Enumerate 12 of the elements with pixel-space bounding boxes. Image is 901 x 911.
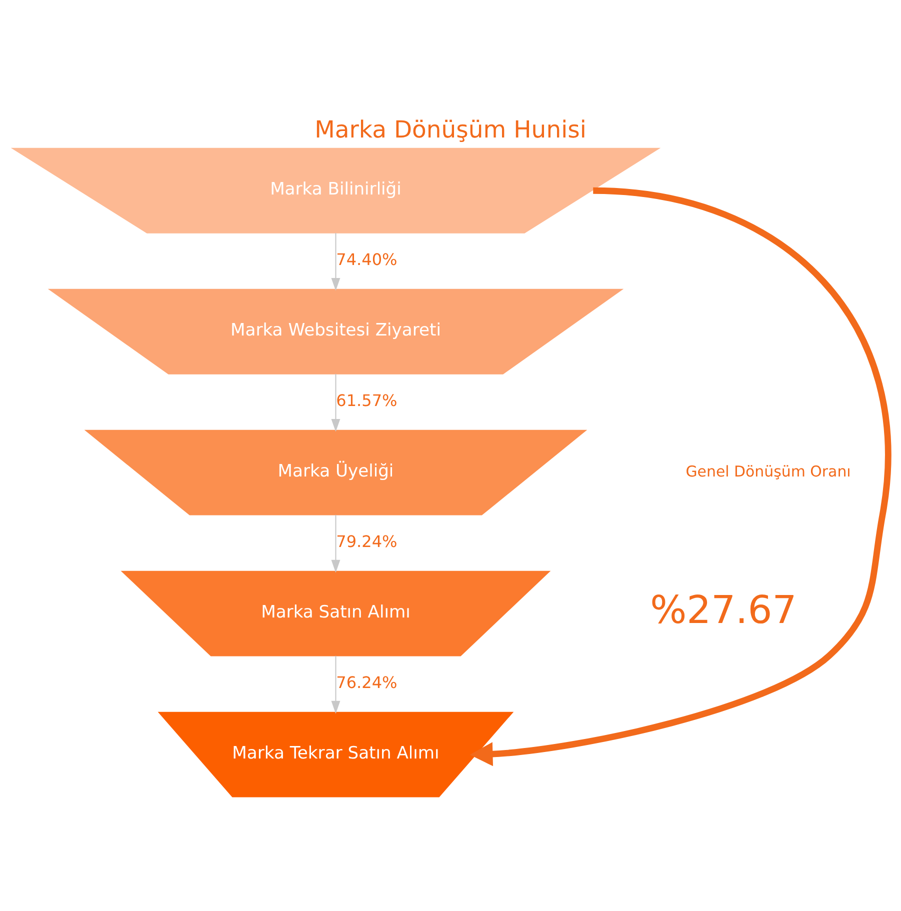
- arrow: [331, 514, 340, 573]
- label: %27.67: [650, 588, 797, 633]
- arrow: [470, 187, 891, 766]
- arrow: [331, 374, 340, 432]
- diagram-title: Marka Dönüşüm Hunisi: [314, 115, 586, 144]
- edge-label: 76.24%: [336, 672, 398, 692]
- edge-label: 74.40%: [336, 250, 398, 269]
- edge-label: 79.24%: [336, 532, 398, 551]
- edge-label: 61.57%: [336, 390, 398, 410]
- arrow: [331, 656, 340, 714]
- arrow: [331, 232, 340, 291]
- label: Genel Dönüşüm Oranı: [686, 462, 851, 481]
